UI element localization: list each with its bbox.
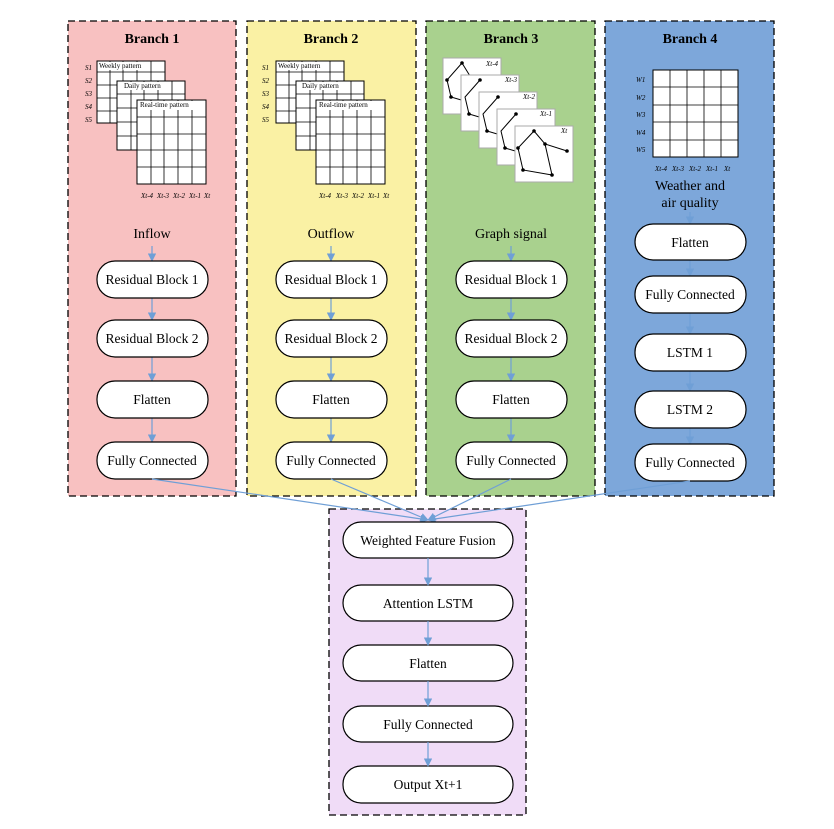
row-label: S4 xyxy=(85,103,93,111)
weekly-pattern-label: Weekly pattern xyxy=(278,62,321,70)
col-label: Xt-3 xyxy=(671,165,685,173)
step-label: LSTM 1 xyxy=(667,345,713,360)
branch-3-input-label: Graph signal xyxy=(475,227,547,242)
row-label: S1 xyxy=(85,64,92,72)
step-label: Residual Block 2 xyxy=(285,331,378,346)
row-label: W1 xyxy=(636,76,645,84)
step-label: Residual Block 2 xyxy=(465,331,558,346)
branch-1-title: Branch 1 xyxy=(125,32,180,47)
step-label: Output Xt+1 xyxy=(394,777,463,792)
realtime-pattern-grid: Real-time pattern xyxy=(315,99,386,185)
step-label: Fully Connected xyxy=(383,717,473,732)
row-label: W2 xyxy=(636,94,646,102)
graph-card: Xt xyxy=(514,125,574,183)
branch-2-flatten xyxy=(275,380,388,419)
col-label: Xt-2 xyxy=(172,192,186,200)
daily-pattern-label: Daily pattern xyxy=(302,82,339,90)
step-label: Residual Block 1 xyxy=(106,272,199,287)
realtime-pattern-label: Real-time pattern xyxy=(319,101,368,109)
col-label: Xt-4 xyxy=(140,192,154,200)
col-label: Xt-1 xyxy=(367,192,380,200)
row-label: S3 xyxy=(262,90,270,98)
branch-1-input-label: Inflow xyxy=(133,227,171,242)
branch-2-pattern-stack: Weekly pattern Daily pattern Real-time p… xyxy=(262,60,390,200)
daily-pattern-label: Daily pattern xyxy=(124,82,161,90)
col-label: Xt xyxy=(382,192,390,200)
branch-4-fully-connected-2 xyxy=(634,443,747,482)
branch-1-flatten xyxy=(96,380,209,419)
step-label: Flatten xyxy=(312,392,350,407)
branch-4-title: Branch 4 xyxy=(663,32,718,47)
col-label: Xt-4 xyxy=(654,165,668,173)
col-label: Xt-3 xyxy=(156,192,170,200)
step-label: Residual Block 1 xyxy=(285,272,378,287)
branch-4-flatten xyxy=(634,223,747,261)
step-label: Flatten xyxy=(671,235,709,250)
branch-3-residual-block-1 xyxy=(455,260,568,299)
row-label: W4 xyxy=(636,129,646,137)
branch-4-lstm-2 xyxy=(634,390,747,429)
graph-time-label: Xt-3 xyxy=(504,76,518,84)
row-label: S5 xyxy=(85,116,93,124)
row-label: S1 xyxy=(262,64,269,72)
col-label: Xt xyxy=(203,192,211,200)
step-label: Attention LSTM xyxy=(383,596,473,611)
step-label: Flatten xyxy=(492,392,530,407)
branch-3-fully-connected xyxy=(455,441,568,480)
row-label: S2 xyxy=(262,77,270,85)
col-label: Xt-2 xyxy=(688,165,702,173)
graph-time-label: Xt-1 xyxy=(539,110,552,118)
step-label: Fully Connected xyxy=(466,453,556,468)
branch-arrows xyxy=(147,212,695,445)
col-label: Xt-2 xyxy=(351,192,365,200)
realtime-pattern-label: Real-time pattern xyxy=(140,101,189,109)
branch-3-title: Branch 3 xyxy=(484,32,539,47)
branch-4-input-label-line-1: Weather and xyxy=(655,179,725,194)
row-label: W5 xyxy=(636,146,646,154)
branch-3-graph-stack: Xt-4 Xt-3 Xt-2 Xt-1 Xt xyxy=(442,57,574,183)
row-label: S2 xyxy=(85,77,93,85)
row-label: S5 xyxy=(262,116,270,124)
step-label: Fully Connected xyxy=(645,455,735,470)
col-label: Xt-4 xyxy=(318,192,332,200)
branch-1-residual-block-2 xyxy=(96,319,209,358)
step-label: Weighted Feature Fusion xyxy=(360,533,496,548)
step-label: Fully Connected xyxy=(645,287,735,302)
branch-2-input-label: Outflow xyxy=(308,227,356,242)
realtime-pattern-grid: Real-time pattern xyxy=(136,99,207,185)
step-label: LSTM 2 xyxy=(667,402,713,417)
graph-time-label: Xt-4 xyxy=(485,60,499,68)
graph-time-label: Xt xyxy=(560,127,568,135)
col-label: Xt-1 xyxy=(188,192,201,200)
branch-3-flatten xyxy=(455,380,568,419)
col-label: Xt-3 xyxy=(335,192,349,200)
col-label: Xt-1 xyxy=(705,165,718,173)
branch-1-pattern-stack: Weekly pattern Daily pattern Real-time p… xyxy=(85,60,211,200)
graph-time-label: Xt-2 xyxy=(522,93,536,101)
branch-2-residual-block-2 xyxy=(275,319,388,358)
branch-2-title: Branch 2 xyxy=(304,32,359,47)
branch-4-lstm-1 xyxy=(634,333,747,372)
branch-4-weather-grid: W1 W2 W3 W4 W5 Xt-4 Xt-3 Xt-2 Xt-1 Xt xyxy=(636,69,739,173)
branch-3-residual-block-2 xyxy=(455,319,568,358)
branch-2-residual-block-1 xyxy=(275,260,388,299)
row-label: S3 xyxy=(85,90,93,98)
col-label: Xt xyxy=(723,165,731,173)
step-label: Fully Connected xyxy=(286,453,376,468)
step-label: Fully Connected xyxy=(107,453,197,468)
step-label: Residual Block 1 xyxy=(465,272,558,287)
fusion-arrows xyxy=(151,478,691,524)
branch-4-fully-connected-1 xyxy=(634,275,747,314)
weekly-pattern-label: Weekly pattern xyxy=(99,62,142,70)
step-label: Residual Block 2 xyxy=(106,331,199,346)
step-label: Flatten xyxy=(409,656,447,671)
row-label: W3 xyxy=(636,111,646,119)
branch-4-input-label-line-2: air quality xyxy=(661,196,718,211)
step-label: Flatten xyxy=(133,392,171,407)
branch-1-residual-block-1 xyxy=(96,260,209,299)
row-label: S4 xyxy=(262,103,270,111)
